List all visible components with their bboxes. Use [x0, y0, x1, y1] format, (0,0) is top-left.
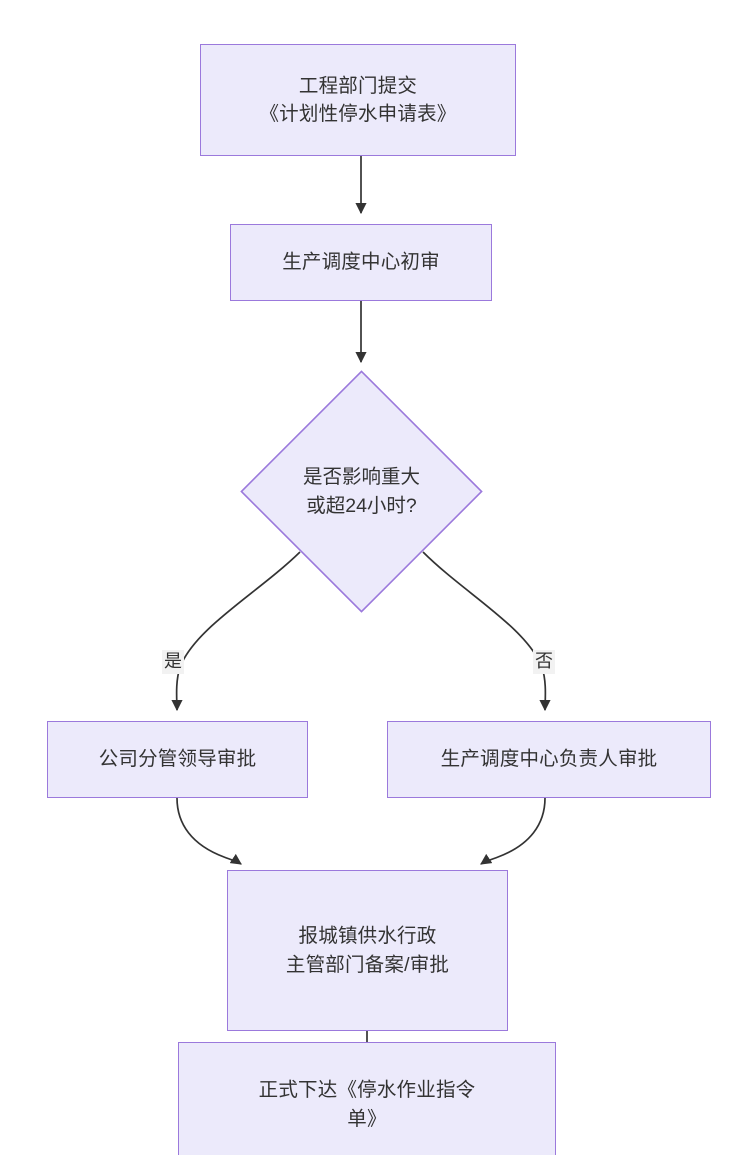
node-submit-application[interactable]: 工程部门提交 《计划性停水申请表》: [200, 44, 516, 156]
node-company-leader-approval[interactable]: 公司分管领导审批: [47, 721, 308, 798]
node-dispatch-head-approval[interactable]: 生产调度中心负责人审批: [387, 721, 711, 798]
edge-n4-n6: [176, 797, 242, 865]
node-label: 正式下达《停水作业指令 单》: [258, 1079, 476, 1130]
node-label: 生产调度中心初审: [282, 251, 440, 274]
edge-label-yes: 是: [162, 650, 184, 674]
node-issue-shutdown-order[interactable]: 正式下达《停水作业指令 单》: [178, 1042, 556, 1155]
edge-label-no: 否: [533, 650, 555, 674]
edge-n5-n6: [480, 797, 546, 865]
node-dispatch-center-initial-review[interactable]: 生产调度中心初审: [230, 224, 492, 301]
node-label: 是否影响重大 或超24小时?: [302, 466, 420, 517]
node-municipal-filing-approval[interactable]: 报城镇供水行政 主管部门备案/审批: [227, 870, 508, 1031]
node-label: 工程部门提交 《计划性停水申请表》: [259, 74, 457, 125]
node-decision-major-impact[interactable]: 是否影响重大 或超24小时?: [240, 370, 483, 613]
node-label: 生产调度中心负责人审批: [440, 748, 658, 771]
diamond-shape: [240, 370, 483, 613]
node-label: 报城镇供水行政 主管部门备案/审批: [285, 925, 450, 976]
node-label: 公司分管领导审批: [98, 748, 257, 771]
